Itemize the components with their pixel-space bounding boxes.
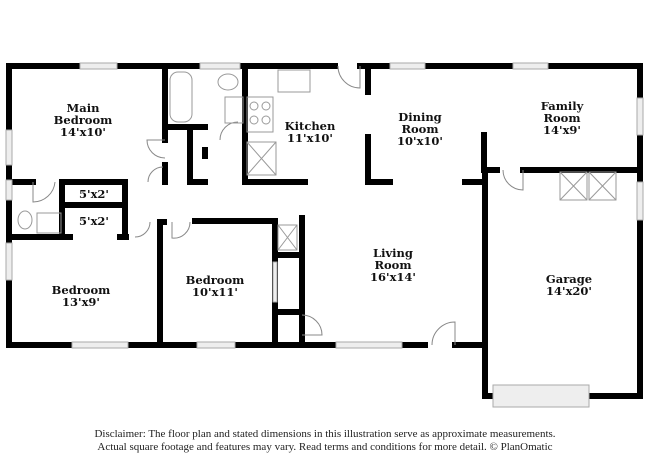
sink <box>224 96 244 124</box>
room-name: Main <box>67 101 101 115</box>
door-swings <box>32 65 524 346</box>
bathtub <box>169 71 193 123</box>
fridge <box>246 141 277 176</box>
windows <box>5 62 644 408</box>
closet-label: 5'x2' <box>79 214 109 228</box>
fixtures <box>17 69 617 251</box>
disclaimer: Disclaimer: The floor plan and stated di… <box>0 428 650 454</box>
toilet <box>217 73 239 91</box>
closet-label: 5'x2' <box>79 187 109 201</box>
disclaimer-line1: Disclaimer: The floor plan and stated di… <box>94 428 556 440</box>
stove <box>246 96 274 133</box>
kitchen-sink <box>277 69 311 93</box>
disclaimer-line2: Actual square footage and features may v… <box>97 441 553 453</box>
